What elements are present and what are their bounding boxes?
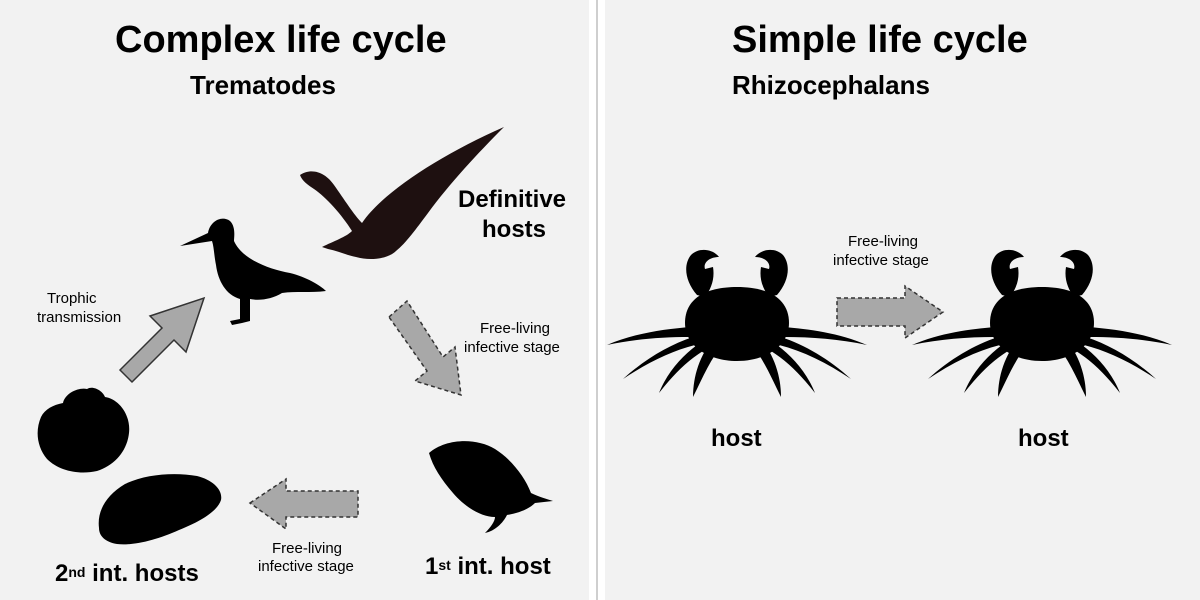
free-living-label-2: infective stage — [833, 252, 929, 269]
free-living-bottom-label-2: infective stage — [258, 558, 354, 575]
trematodes-subtitle: Trematodes — [190, 70, 336, 100]
free-living-bottom-label-1: Free-living — [272, 540, 343, 557]
snail-icon — [429, 441, 553, 533]
sandpiper-icon — [180, 218, 326, 325]
simple-life-cycle-panel: Simple life cycle Rhizocephalans Free-li… — [605, 0, 1200, 600]
free-living-right-label-1: Free-living — [480, 320, 551, 337]
host-label-left: host — [711, 425, 762, 452]
first-host-ordinal: st — [438, 557, 451, 573]
definitive-hosts-label-1: Definitive — [458, 186, 567, 213]
second-hosts-label: 2nd int. hosts — [55, 560, 199, 588]
complex-title: Complex life cycle — [115, 19, 447, 61]
panel-divider — [589, 0, 605, 600]
crab-icon — [912, 249, 1172, 397]
mussel-icon — [98, 474, 222, 545]
first-host-number: 1 — [425, 553, 439, 580]
trophic-label-1: Trophic — [47, 290, 97, 307]
trophic-arrow — [118, 296, 206, 384]
second-hosts-number: 2 — [55, 560, 69, 587]
host-label-right: host — [1018, 425, 1069, 452]
second-hosts-ordinal: nd — [68, 564, 86, 580]
rhizocephalans-subtitle: Rhizocephalans — [732, 70, 930, 100]
first-host-label: 1st int. host — [425, 553, 551, 581]
definitive-hosts-label-2: hosts — [482, 216, 547, 243]
free-living-arrow-bottom — [248, 477, 359, 531]
free-living-arrow-right — [388, 299, 462, 397]
free-living-label-1: Free-living — [848, 233, 919, 250]
free-living-arrow — [836, 284, 945, 340]
free-living-right-label-2: infective stage — [464, 339, 560, 356]
cockle-icon — [37, 387, 130, 473]
gull-icon — [300, 127, 504, 259]
crab-icon — [607, 249, 867, 397]
simple-title: Simple life cycle — [732, 19, 1028, 61]
trophic-label-2: transmission — [37, 309, 122, 326]
complex-life-cycle-panel: Complex life cycle Trematodes Definitive… — [0, 0, 589, 600]
second-hosts-text: int. hosts — [85, 560, 199, 587]
first-host-text: int. host — [450, 553, 551, 580]
